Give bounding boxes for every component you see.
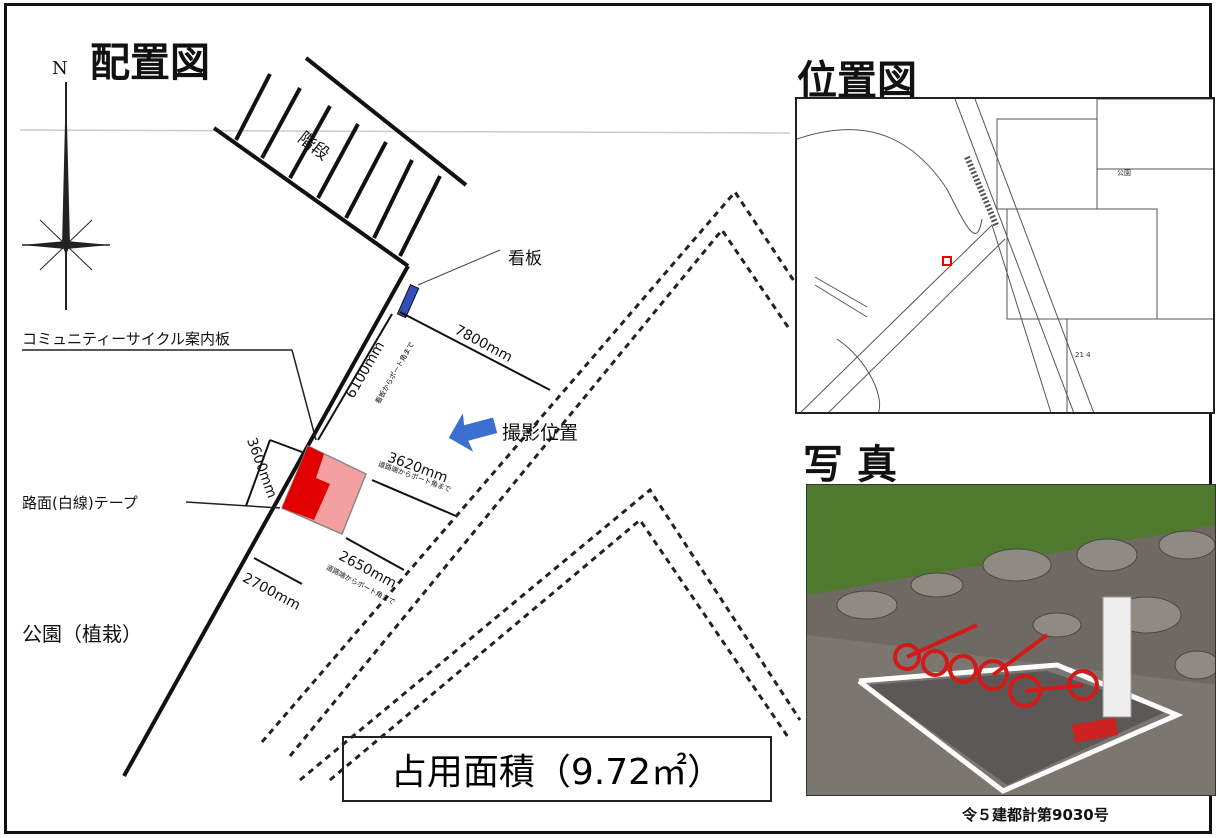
photo-title: 写真 [803, 442, 911, 488]
permit-number: 令５建都計第9030号 [962, 806, 1109, 824]
location-map: 公園 21 4 [795, 97, 1215, 414]
shooting-direction-arrow-icon [448, 413, 498, 452]
road-dotted-lines [260, 189, 802, 782]
signboard-label: 看板 [508, 249, 542, 269]
community-cycle-board-label: コミュニティーサイクル案内板 [22, 330, 231, 348]
location-map-title: 位置図 [797, 58, 917, 104]
park-planting-label: 公園（植栽） [22, 622, 142, 646]
layout-plan-title: 配置図 [90, 40, 210, 86]
faint-reference-line [19, 129, 791, 134]
site-photo [806, 484, 1216, 796]
location-map-drawing: 公園 21 4 [797, 99, 1213, 412]
north-label: N [52, 58, 68, 79]
signboard-marker [396, 284, 420, 319]
map-park-label: 公園 [1117, 169, 1131, 177]
port-red-marking [282, 446, 330, 520]
road-boundary-line [122, 265, 410, 777]
location-marker [942, 256, 952, 266]
compass-rose-icon [22, 82, 110, 310]
dimension-arrows [245, 311, 551, 585]
map-lot-label: 21 4 [1075, 351, 1091, 359]
occupied-area-box: 占用面積（9.72㎡） [342, 736, 772, 802]
signboard-leader [417, 249, 501, 286]
stairs-drawing [212, 56, 468, 268]
road-tape-label: 路面(白線)テープ [22, 494, 138, 512]
shooting-position-label: 撮影位置 [502, 422, 579, 444]
diagram-frame [4, 3, 1212, 834]
site-photo-illustration [807, 485, 1215, 795]
